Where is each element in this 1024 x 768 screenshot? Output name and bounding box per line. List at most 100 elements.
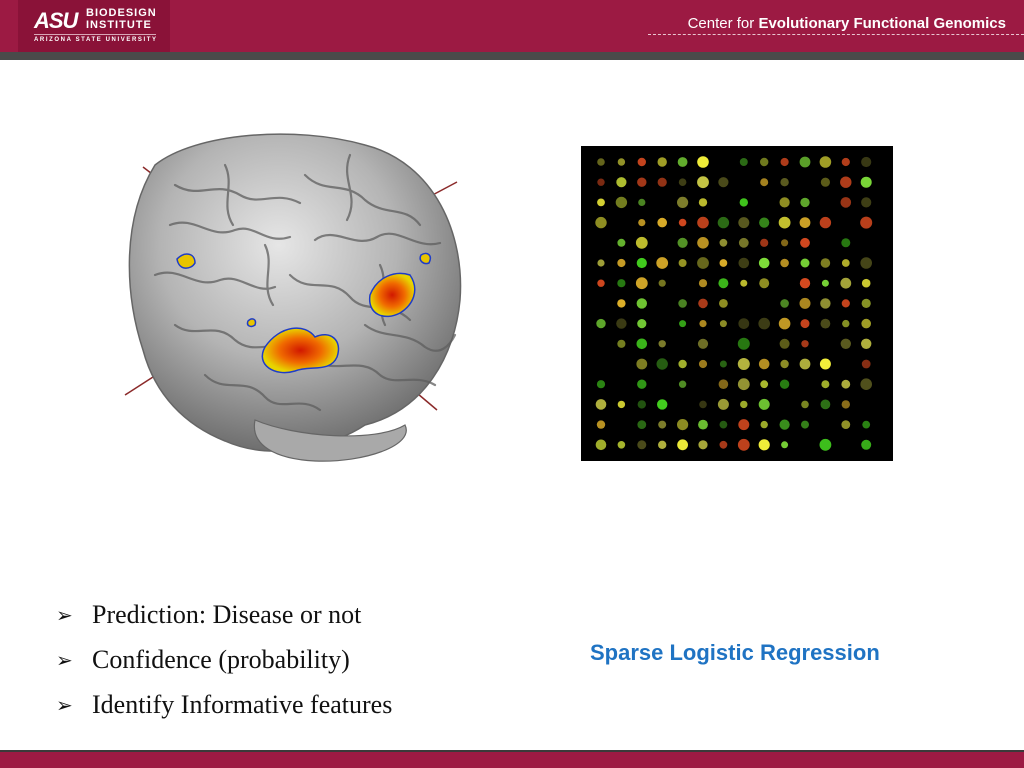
microarray-spot bbox=[656, 257, 669, 269]
microarray-spot bbox=[759, 278, 770, 289]
microarray-spot bbox=[779, 379, 790, 389]
microarray-spot bbox=[636, 298, 647, 309]
microarray-spot bbox=[719, 360, 727, 368]
microarray-spot bbox=[758, 257, 770, 269]
microarray-spot bbox=[678, 359, 687, 369]
microarray-spot bbox=[698, 419, 708, 430]
microarray-spot bbox=[821, 380, 830, 389]
asu-biodesign-logo[interactable]: ASU BIODESIGN INSTITUTE ARIZONA STATE UN… bbox=[18, 0, 170, 52]
microarray-spot bbox=[697, 257, 709, 269]
microarray-spot bbox=[677, 237, 688, 248]
microarray-spot bbox=[760, 157, 769, 167]
microarray-spot bbox=[597, 259, 605, 267]
microarray-spot bbox=[657, 157, 667, 167]
arrow-bullet-icon: ➢ bbox=[56, 647, 73, 672]
microarray-spot bbox=[781, 239, 789, 247]
microarray-spot bbox=[759, 217, 770, 228]
microarray-spot bbox=[841, 379, 851, 389]
microarray-spot bbox=[637, 177, 647, 187]
microarray-spot bbox=[800, 319, 810, 329]
microarray-spot bbox=[820, 318, 831, 329]
microarray-spot bbox=[616, 177, 627, 188]
microarray-spot bbox=[758, 398, 770, 410]
microarray-spot bbox=[658, 420, 667, 429]
microarray-spot bbox=[677, 196, 689, 208]
microarray-spot bbox=[617, 400, 626, 409]
microarray-spot bbox=[718, 379, 729, 389]
center-name: Evolutionary Functional Genomics bbox=[758, 15, 1006, 32]
microarray-spot bbox=[635, 277, 648, 290]
microarray-spot bbox=[637, 420, 647, 429]
bullet-text: Prediction: Disease or not bbox=[92, 599, 362, 629]
microarray-spot bbox=[617, 339, 626, 348]
microarray-spot bbox=[799, 156, 811, 168]
microarray-spot bbox=[841, 299, 850, 308]
microarray-spot bbox=[861, 359, 871, 369]
logo-subline: ARIZONA STATE UNIVERSITY bbox=[34, 37, 158, 43]
microarray-spot bbox=[638, 198, 646, 206]
microarray-spot bbox=[718, 177, 729, 188]
microarray-spot bbox=[678, 380, 687, 388]
microarray-spot bbox=[861, 318, 871, 329]
bullet-item: ➢Confidence (probability) bbox=[56, 637, 392, 682]
microarray-spot bbox=[719, 259, 728, 267]
microarray-spot bbox=[637, 157, 646, 167]
microarray-spot bbox=[739, 198, 748, 207]
microarray-spot bbox=[698, 298, 708, 309]
microarray-spot bbox=[636, 338, 648, 350]
microarray-spot bbox=[760, 178, 769, 187]
microarray-spot bbox=[738, 419, 750, 431]
microarray-spot bbox=[779, 197, 790, 208]
microarray-spot bbox=[799, 278, 811, 289]
microarray-spot bbox=[638, 219, 646, 227]
microarray-spot bbox=[781, 441, 789, 449]
microarray-spot bbox=[860, 378, 872, 390]
microarray-spot bbox=[595, 399, 607, 410]
microarray-spot bbox=[615, 196, 628, 209]
microarray-spot bbox=[860, 176, 872, 188]
microarray-spot bbox=[861, 278, 871, 288]
microarray-spot bbox=[636, 358, 648, 370]
microarray-spot bbox=[697, 237, 709, 249]
microarray-spot bbox=[737, 358, 750, 370]
microarray-spot bbox=[801, 340, 809, 348]
microarray-spot bbox=[617, 299, 626, 308]
microarray-spot bbox=[719, 420, 728, 429]
microarray-spot bbox=[820, 258, 831, 268]
bullet-item: ➢Prediction: Disease or not bbox=[56, 592, 392, 637]
microarray-spot bbox=[841, 259, 850, 267]
microarray-spot bbox=[637, 319, 647, 329]
microarray-spot bbox=[657, 217, 667, 228]
microarray-spot bbox=[800, 237, 810, 248]
microarray-spot bbox=[636, 257, 647, 269]
microarray-spot bbox=[758, 439, 770, 451]
microarray-spot bbox=[779, 338, 790, 349]
microarray-spot bbox=[820, 177, 830, 187]
logo-name-line2: INSTITUTE bbox=[86, 19, 152, 31]
microarray-spot bbox=[657, 399, 668, 410]
microarray-spot bbox=[697, 216, 709, 229]
microarray-spot bbox=[635, 236, 648, 249]
microarray-spot bbox=[739, 158, 748, 166]
microarray-spot bbox=[679, 320, 687, 328]
microarray-spot bbox=[617, 258, 626, 268]
microarray-spot bbox=[740, 400, 748, 409]
microarray-spot bbox=[799, 217, 811, 228]
microarray-spot bbox=[842, 319, 850, 328]
microarray-spot bbox=[801, 420, 809, 429]
microarray-spot bbox=[819, 358, 831, 370]
microarray-spot bbox=[780, 178, 789, 187]
microarray-spot bbox=[738, 257, 750, 269]
header-dashed-rule bbox=[648, 34, 1024, 35]
logo-name: BIODESIGN INSTITUTE bbox=[86, 7, 157, 31]
microarray-spot bbox=[678, 218, 687, 227]
microarray-spot bbox=[780, 359, 789, 369]
microarray-spot bbox=[758, 358, 770, 370]
logo-mark: ASU bbox=[34, 8, 78, 33]
microarray-spot bbox=[678, 178, 687, 186]
microarray-spot bbox=[861, 197, 872, 208]
microarray-spot bbox=[819, 438, 832, 451]
microarray-spot bbox=[678, 259, 687, 267]
microarray-spot bbox=[597, 158, 605, 166]
microarray-spot bbox=[658, 340, 666, 348]
